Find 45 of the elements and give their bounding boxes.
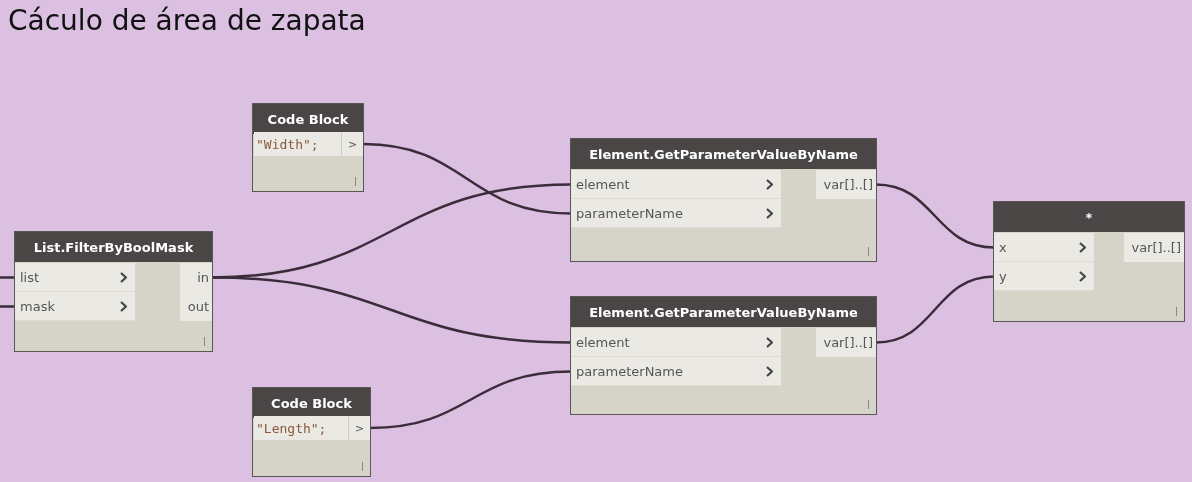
input-port: [571, 199, 781, 228]
input-port: [15, 292, 135, 321]
port-label: parameterName: [576, 205, 683, 221]
output-port: in: [180, 263, 212, 292]
function-node: [993, 201, 1185, 322]
function-node: [570, 296, 877, 415]
code-input: "Width";: [254, 132, 342, 156]
connector-wire: [875, 275, 995, 344]
port-label: element: [576, 334, 630, 350]
connector-wire: [875, 183, 995, 249]
port-label: x: [999, 239, 1007, 255]
input-port: [994, 233, 1094, 262]
node-title: Element.GetParameterValueByName: [571, 297, 876, 327]
input-port: [571, 170, 781, 199]
port-label: list: [20, 269, 40, 285]
node-title: List.FilterByBoolMask: [15, 232, 212, 262]
function-node: [252, 387, 371, 477]
connector-wire: [369, 370, 572, 430]
node-title: Element.GetParameterValueByName: [571, 139, 876, 169]
port-label: parameterName: [576, 363, 683, 379]
output-port: >: [342, 132, 363, 156]
input-port: [571, 357, 781, 386]
output-port: out: [180, 292, 212, 321]
function-node: [14, 231, 213, 352]
output-port: var[]..[]: [1124, 233, 1184, 262]
node-title: Code Block: [253, 104, 363, 134]
output-port: var[]..[]: [816, 170, 876, 199]
node-title: *: [994, 202, 1184, 232]
code-input: "Length";: [254, 416, 349, 440]
input-port: [15, 263, 135, 292]
connector-wire: [0, 305, 15, 308]
connector-wire: [211, 276, 572, 344]
input-port: [994, 262, 1094, 291]
port-label: mask: [20, 298, 55, 314]
input-port: [571, 328, 781, 357]
output-port: >: [349, 416, 370, 440]
diagram-title: Cáculo de área de zapata: [8, 4, 366, 37]
node-title: Code Block: [253, 388, 370, 418]
port-label: element: [576, 176, 630, 192]
connector-wire: [0, 276, 15, 279]
port-label: y: [999, 268, 1007, 284]
connector-wire: [362, 142, 572, 215]
function-node: [570, 138, 877, 262]
function-node: [252, 103, 364, 192]
output-port: var[]..[]: [816, 328, 876, 357]
